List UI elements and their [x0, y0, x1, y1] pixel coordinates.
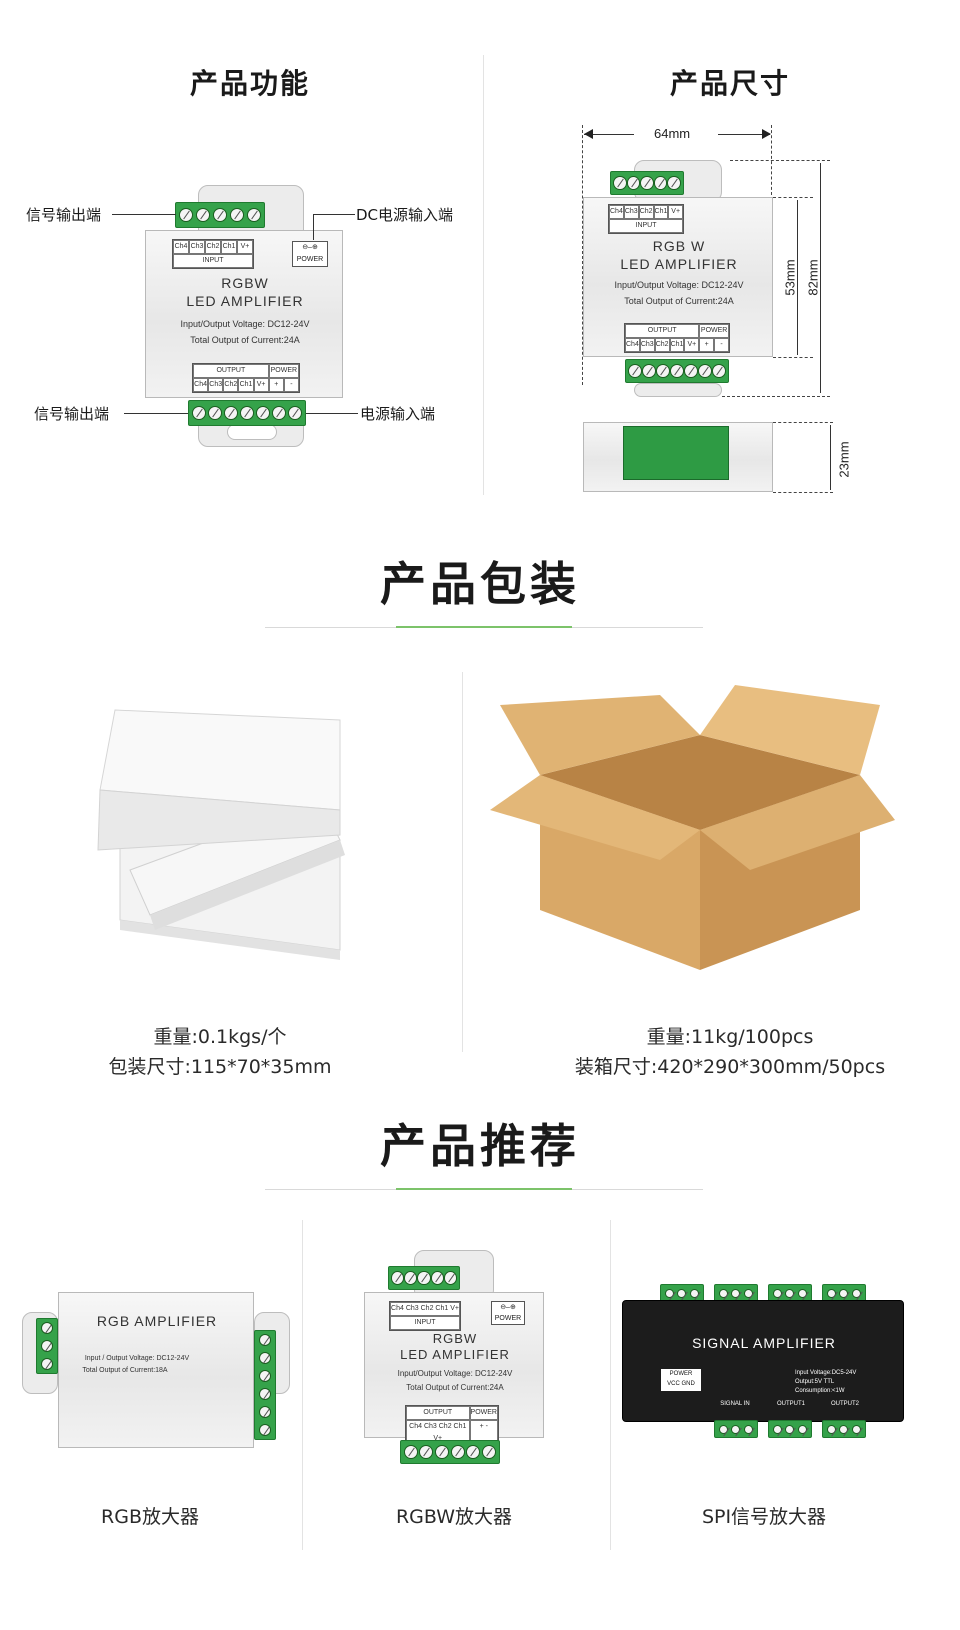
callout-dc-power-input: DC电源输入端 [356, 206, 454, 224]
size-title: 产品尺寸 [669, 67, 790, 100]
package-left-size: 包装尺寸:115*70*35mm [108, 1056, 332, 1078]
section-divider [302, 1220, 303, 1550]
terminal-block-input [610, 171, 684, 195]
title-underline [265, 1188, 703, 1190]
section-divider [462, 672, 463, 1052]
white-gift-boxes [97, 709, 345, 960]
package-left-weight: 重量:0.1kgs/个 [153, 1026, 287, 1048]
package-right-weight: 重量:11kg/100pcs [646, 1026, 814, 1048]
output-table: OUTPUT POWER Ch4 Ch3 Ch2 Ch1 V+ + - [192, 363, 300, 393]
section-divider [483, 55, 484, 495]
section-divider [610, 1220, 611, 1550]
dim-depth: 23mm [836, 441, 852, 478]
power-jack-box: ⊖–⊕ POWER [292, 241, 328, 267]
leader-line [313, 214, 355, 215]
dim-height-outer: 82mm [805, 259, 821, 296]
device-spec-line1: Input/Output Voltage: DC12-24V [180, 319, 310, 329]
terminal-block-input [175, 202, 265, 228]
terminal-block-output [625, 359, 729, 383]
callout-power-input: 电源输入端 [360, 405, 436, 423]
terminal-block-output [188, 400, 306, 426]
device-case: Ch4 Ch3 Ch2 Ch1 V+ INPUT ⊖–⊕ POWER RGBW … [145, 230, 343, 398]
leader-line [313, 214, 314, 240]
product-caption: SPI信号放大器 [701, 1506, 827, 1528]
dim-height-inner: 53mm [782, 259, 798, 296]
device-name-line2: LED AMPLIFIER [186, 293, 304, 309]
leader-line [112, 214, 176, 215]
product-caption: RGBW放大器 [395, 1506, 513, 1528]
leader-line [124, 413, 188, 414]
package-title: 产品包装 [380, 557, 580, 611]
terminal-side [623, 426, 729, 480]
function-title: 产品功能 [189, 67, 310, 100]
recommend-title: 产品推荐 [380, 1119, 580, 1173]
device-case: SIGNAL AMPLIFIER POWER VCC GND Input Vol… [622, 1300, 904, 1422]
dim-width: 64mm [654, 126, 691, 141]
product-caption: RGB放大器 [101, 1506, 199, 1528]
device-name-line1: RGBW [221, 275, 269, 291]
package-right-size: 装箱尺寸:420*290*300mm/50pcs [574, 1056, 886, 1078]
input-table: Ch4 Ch3 Ch2 Ch1 V+ INPUT [172, 239, 254, 269]
device-case: ⊖–⊕ POWER Ch4 Ch3 Ch2 Ch1 V+ INPUT RGBW … [364, 1292, 544, 1447]
callout-signal-output-bottom: 信号输出端 [34, 405, 110, 423]
device-case: RGB AMPLIFIER Input / Output Voltage: DC… [58, 1292, 254, 1448]
callout-signal-output-top: 信号输出端 [26, 206, 102, 224]
shipping-carton [490, 685, 895, 970]
leader-line [306, 413, 358, 414]
device-spec-line2: Total Output of Current:24A [190, 335, 300, 345]
device-case: Ch4 Ch3 Ch2 Ch1 V+ INPUT RGB W LED AMPLI… [583, 197, 773, 357]
title-underline [265, 626, 703, 628]
